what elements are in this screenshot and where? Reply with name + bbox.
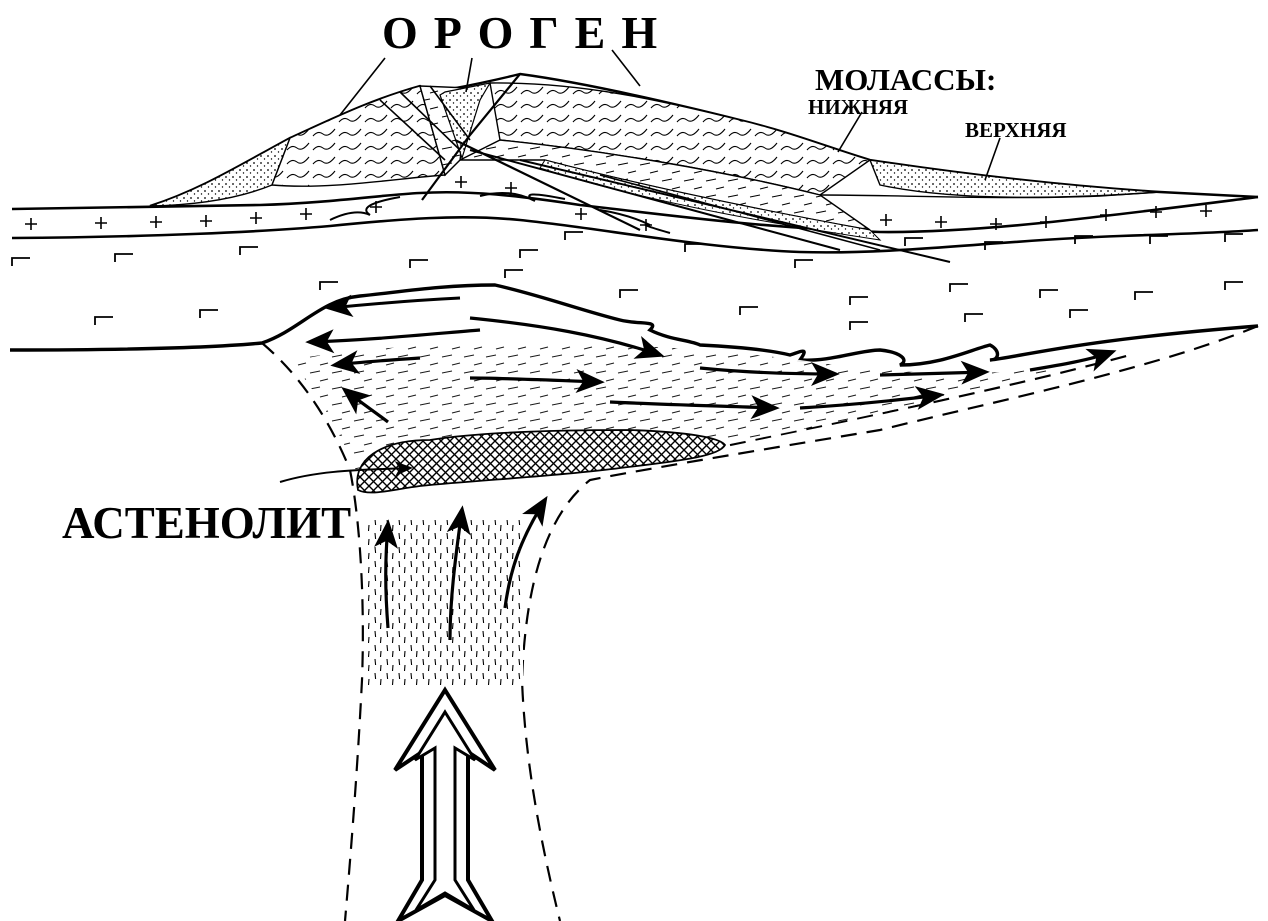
molasses-label: МОЛАССЫ: bbox=[815, 62, 996, 98]
upper-molasse-label: ВЕРХНЯЯ bbox=[965, 118, 1067, 143]
astenolit-label: АСТЕНОЛИТ bbox=[62, 497, 351, 549]
plume-flow-texture bbox=[290, 343, 1100, 685]
orogen-label: ОРОГЕН bbox=[382, 6, 673, 59]
lower-molasse-label: НИЖНЯЯ bbox=[808, 95, 908, 120]
lower-crust-symbols bbox=[12, 232, 1243, 330]
orogen-body bbox=[150, 74, 1258, 262]
hollow-double-arrow-up-icon bbox=[395, 690, 495, 921]
